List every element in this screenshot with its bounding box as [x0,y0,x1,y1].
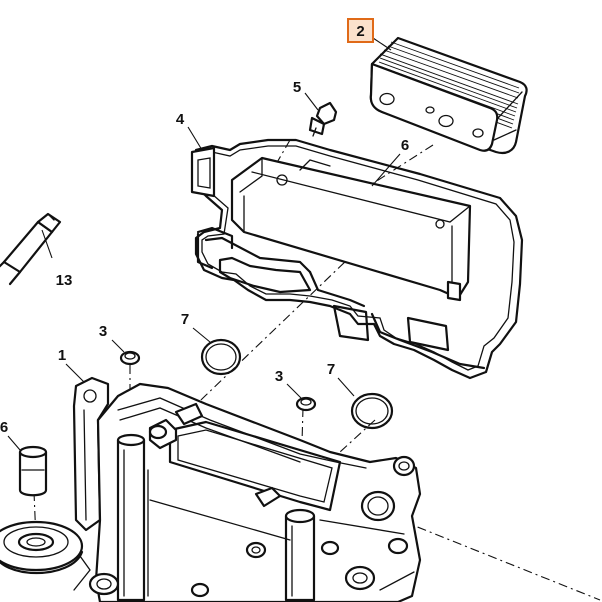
callouts: 2 5 4 6 13 7 3 1 3 7 6 [0,18,409,436]
callout-6-upper-label[interactable]: 6 [401,137,409,154]
part-3-seal-right[interactable] [295,396,317,412]
part-5-bolt[interactable] [308,101,338,137]
callout-13-label[interactable]: 13 [56,272,73,289]
part-6-cooler-housing[interactable] [230,156,472,302]
callout-1-label[interactable]: 1 [58,347,66,364]
part-2-oil-cooler[interactable] [369,36,528,155]
callout-3-left-label[interactable]: 3 [99,323,107,340]
callout-2-highlight-box[interactable] [347,18,374,43]
callout-7-left-label[interactable]: 7 [181,311,189,328]
callout-6-lower-label[interactable]: 6 [0,419,8,436]
part-13-sealant-tube[interactable] [0,212,62,286]
part-3-seal-left[interactable] [119,350,141,366]
callout-5-label[interactable]: 5 [293,79,301,96]
part-7-o-ring-left[interactable] [200,338,242,376]
part-7-o-ring-right[interactable] [350,392,394,430]
part-6-filter-element[interactable] [0,445,91,591]
callout-7-right-label[interactable]: 7 [327,361,335,378]
callout-leaders [7,37,401,451]
callout-2-label[interactable]: 2 [356,23,364,40]
callout-4-label[interactable]: 4 [176,111,185,128]
callout-3-right-label[interactable]: 3 [275,368,283,385]
part-1-filter-housing[interactable] [72,376,422,602]
